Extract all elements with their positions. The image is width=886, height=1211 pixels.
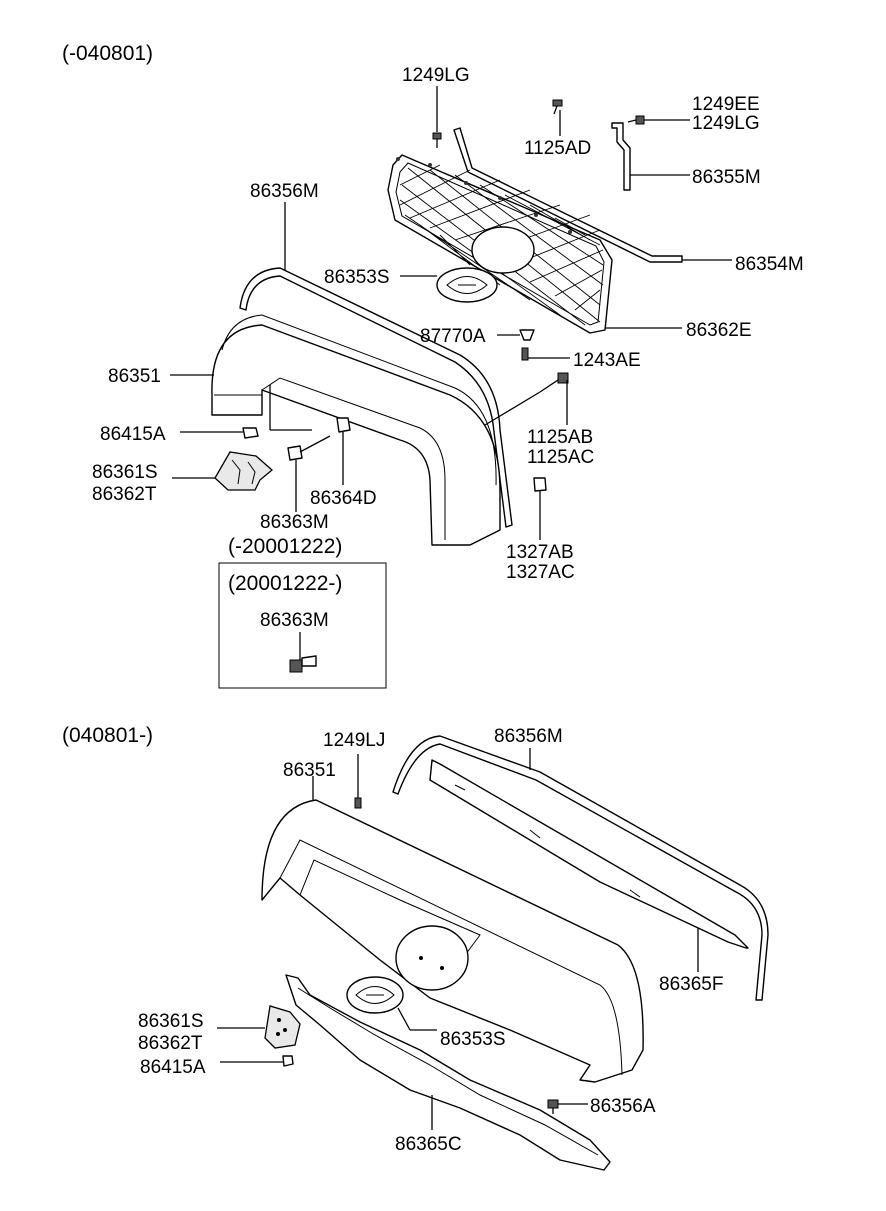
label-1249lg-top: 1249LG (402, 65, 470, 86)
emblem-86353s-lower-icon (346, 976, 404, 1014)
bracket-86361s-icon (214, 451, 274, 491)
nut-86364d-icon (336, 417, 351, 433)
upper-labels: 1249LG 1125AD 1249EE 1249LG 86355M 86356… (92, 65, 804, 583)
upper-assembly-drawing (170, 86, 732, 546)
label-1243ae: 1243AE (573, 350, 641, 371)
label-86364d: 86364D (310, 488, 377, 509)
label-1125ab: 1125AB (527, 427, 593, 448)
label-86356a: 86356A (590, 1096, 656, 1117)
label-1125ad: 1125AD (524, 138, 591, 159)
inset-box: (-20001222) (20001222-) 86363M (218, 535, 387, 689)
label-86353s-upper: 86353S (324, 267, 390, 288)
label-86365f: 86365F (659, 974, 723, 995)
molding-86356m-lower-icon (392, 735, 769, 1001)
strip-86365f-icon (429, 759, 749, 949)
label-86356m-lower: 86356M (494, 726, 563, 747)
lower-section-range: (040801-) (62, 724, 153, 747)
label-1249ee: 1249EE (692, 94, 760, 115)
label-86354m: 86354M (735, 254, 804, 275)
inset-part-label: 86363M (260, 610, 329, 631)
bolt-1249lg-icon (432, 132, 442, 148)
label-86361s-upper: 86361S (92, 462, 158, 483)
label-86361s-lower: 86361S (138, 1011, 204, 1032)
bolt-1125ab-icon (539, 372, 569, 393)
label-86362t-lower: 86362T (138, 1033, 203, 1054)
label-86356m-upper: 86356M (250, 181, 319, 202)
label-86355m: 86355M (692, 167, 761, 188)
bracket-86361s-lower-icon (264, 1005, 301, 1049)
emblem-oval-lower-icon (395, 925, 469, 991)
clip-87770a-icon (519, 329, 535, 341)
label-1125ac: 1125AC (527, 447, 594, 468)
bolt-1125ad-icon (552, 99, 563, 115)
bolt-1249lj-icon (354, 790, 362, 809)
label-86362e: 86362E (686, 320, 752, 341)
nut-86415a-icon (242, 427, 259, 439)
label-1249lj: 1249LJ (323, 730, 385, 751)
molding-86356m-icon (239, 267, 513, 528)
rod-86354m-icon (453, 127, 683, 263)
inset-stud-icon (289, 655, 317, 673)
label-86415a-upper: 86415A (100, 424, 166, 445)
label-86365c: 86365C (395, 1134, 462, 1155)
emblem-86353s-icon (436, 267, 498, 303)
label-1327ac: 1327AC (506, 562, 575, 583)
upper-section-range: (-040801) (62, 42, 153, 65)
inset-outer-range: (-20001222) (228, 535, 342, 558)
label-86353s-lower: 86353S (440, 1029, 506, 1050)
label-86362t-upper: 86362T (92, 484, 157, 505)
label-1249lg-right: 1249LG (692, 113, 760, 134)
grille-mesh-86362e-icon (387, 154, 613, 334)
lower-assembly-drawing (217, 735, 769, 1171)
nut-1327ab-icon (533, 477, 547, 492)
label-86351-lower: 86351 (283, 760, 336, 781)
label-86415a-lower: 86415A (140, 1057, 206, 1078)
label-87770a: 87770A (420, 326, 486, 347)
stud-86363m-icon (287, 435, 331, 461)
label-86351-upper: 86351 (108, 366, 161, 387)
rear-bumper-86351-icon (211, 314, 501, 546)
bolt-86356a-icon (547, 1099, 559, 1114)
lower-labels: 1249LJ 86356M 86351 86365F 86361S 86362T… (138, 726, 723, 1155)
screw-1243ae-icon (521, 347, 529, 361)
reinforcement-86365c-icon (285, 974, 611, 1171)
bracket-86355m-icon (611, 122, 631, 191)
inset-inner-range: (20001222-) (228, 572, 342, 595)
nut-86415a-lower-icon (282, 1055, 294, 1067)
label-1327ab: 1327AB (506, 542, 574, 563)
bolt-1249ee-icon (627, 115, 645, 125)
label-86363m-upper: 86363M (260, 512, 329, 533)
